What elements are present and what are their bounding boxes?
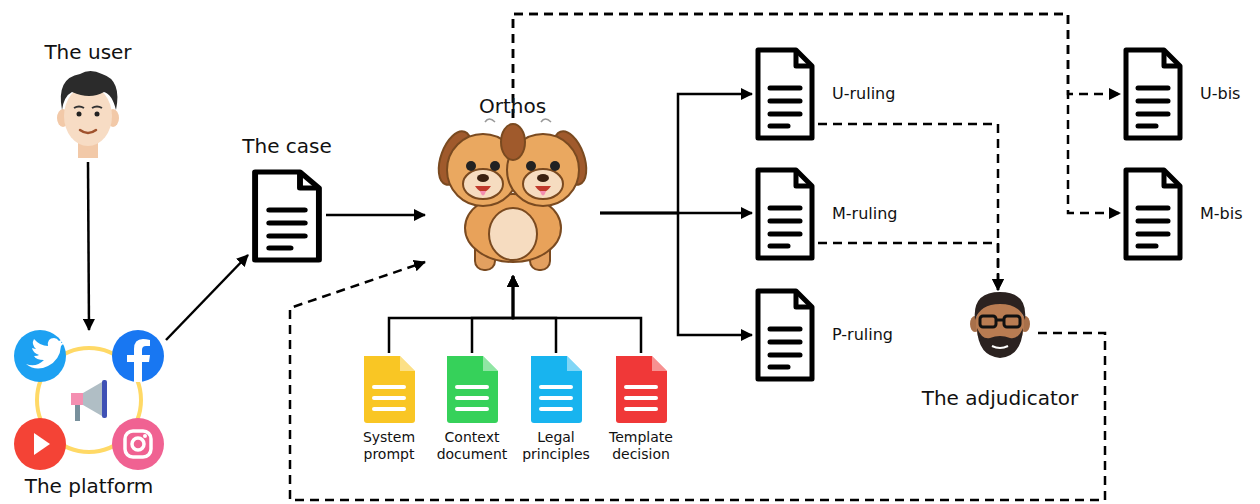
connector-arrow: [513, 276, 556, 353]
node-label: M-ruling: [832, 204, 897, 223]
node-label: The adjudicator: [922, 386, 1079, 410]
document-icon: [752, 164, 818, 264]
icon-node: U-ruling: [752, 44, 818, 144]
connector-arrow: [513, 14, 1120, 213]
node-label: The platform: [25, 474, 154, 498]
document-icon: [752, 44, 818, 144]
document-icon: [752, 285, 818, 385]
node-label: P-ruling: [832, 325, 893, 344]
node-label: U-ruling: [832, 84, 895, 103]
colored-document-icon: [527, 353, 585, 425]
orthos-dog: [425, 118, 600, 276]
document-icon: [248, 166, 326, 266]
connector-arrow: [166, 255, 248, 340]
icon-node: M-bis: [1120, 164, 1186, 264]
connector-arrow: [600, 94, 752, 213]
platform-icons: [12, 330, 166, 470]
document-icon: [1120, 164, 1186, 264]
colored-document-icon: [443, 353, 501, 425]
node-label: Template decision: [599, 429, 683, 463]
connector-arrow: [513, 276, 641, 353]
icon-node: Template decision: [612, 353, 670, 425]
connector-arrow: [600, 213, 752, 335]
node-label: U-bis: [1200, 84, 1240, 103]
connector-arrow: [472, 276, 513, 353]
connector-arrow: [88, 162, 89, 330]
icon-node: Context document: [443, 353, 501, 425]
node-label: Legal principles: [514, 429, 598, 463]
icon-node: P-ruling: [752, 285, 818, 385]
colored-document-icon: [360, 353, 418, 425]
icon-node: The user: [50, 66, 126, 162]
node-label: The user: [44, 40, 131, 64]
adjudicator-avatar: [962, 290, 1038, 360]
icon-node: U-bis: [1120, 44, 1186, 144]
icon-node: Orthos: [425, 118, 600, 276]
user-avatar: [50, 66, 126, 162]
connector-arrow: [513, 14, 1120, 118]
node-label: System prompt: [347, 429, 431, 463]
connector-arrow: [290, 262, 1105, 500]
node-label: Orthos: [479, 94, 546, 118]
icon-node: The adjudicator: [962, 290, 1038, 360]
icon-node: The case: [248, 166, 326, 266]
node-label: Context document: [430, 429, 514, 463]
colored-document-icon: [612, 353, 670, 425]
connector-arrow: [326, 214, 425, 217]
icon-node: Legal principles: [527, 353, 585, 425]
icon-node: The platform: [12, 330, 166, 470]
icon-node: System prompt: [360, 353, 418, 425]
node-label: The case: [242, 134, 332, 158]
connector-arrow: [389, 276, 513, 353]
document-icon: [1120, 44, 1186, 144]
connector-arrow: [818, 243, 998, 290]
icon-node: M-ruling: [752, 164, 818, 264]
node-label: M-bis: [1200, 204, 1243, 223]
connector-arrow: [818, 124, 998, 290]
